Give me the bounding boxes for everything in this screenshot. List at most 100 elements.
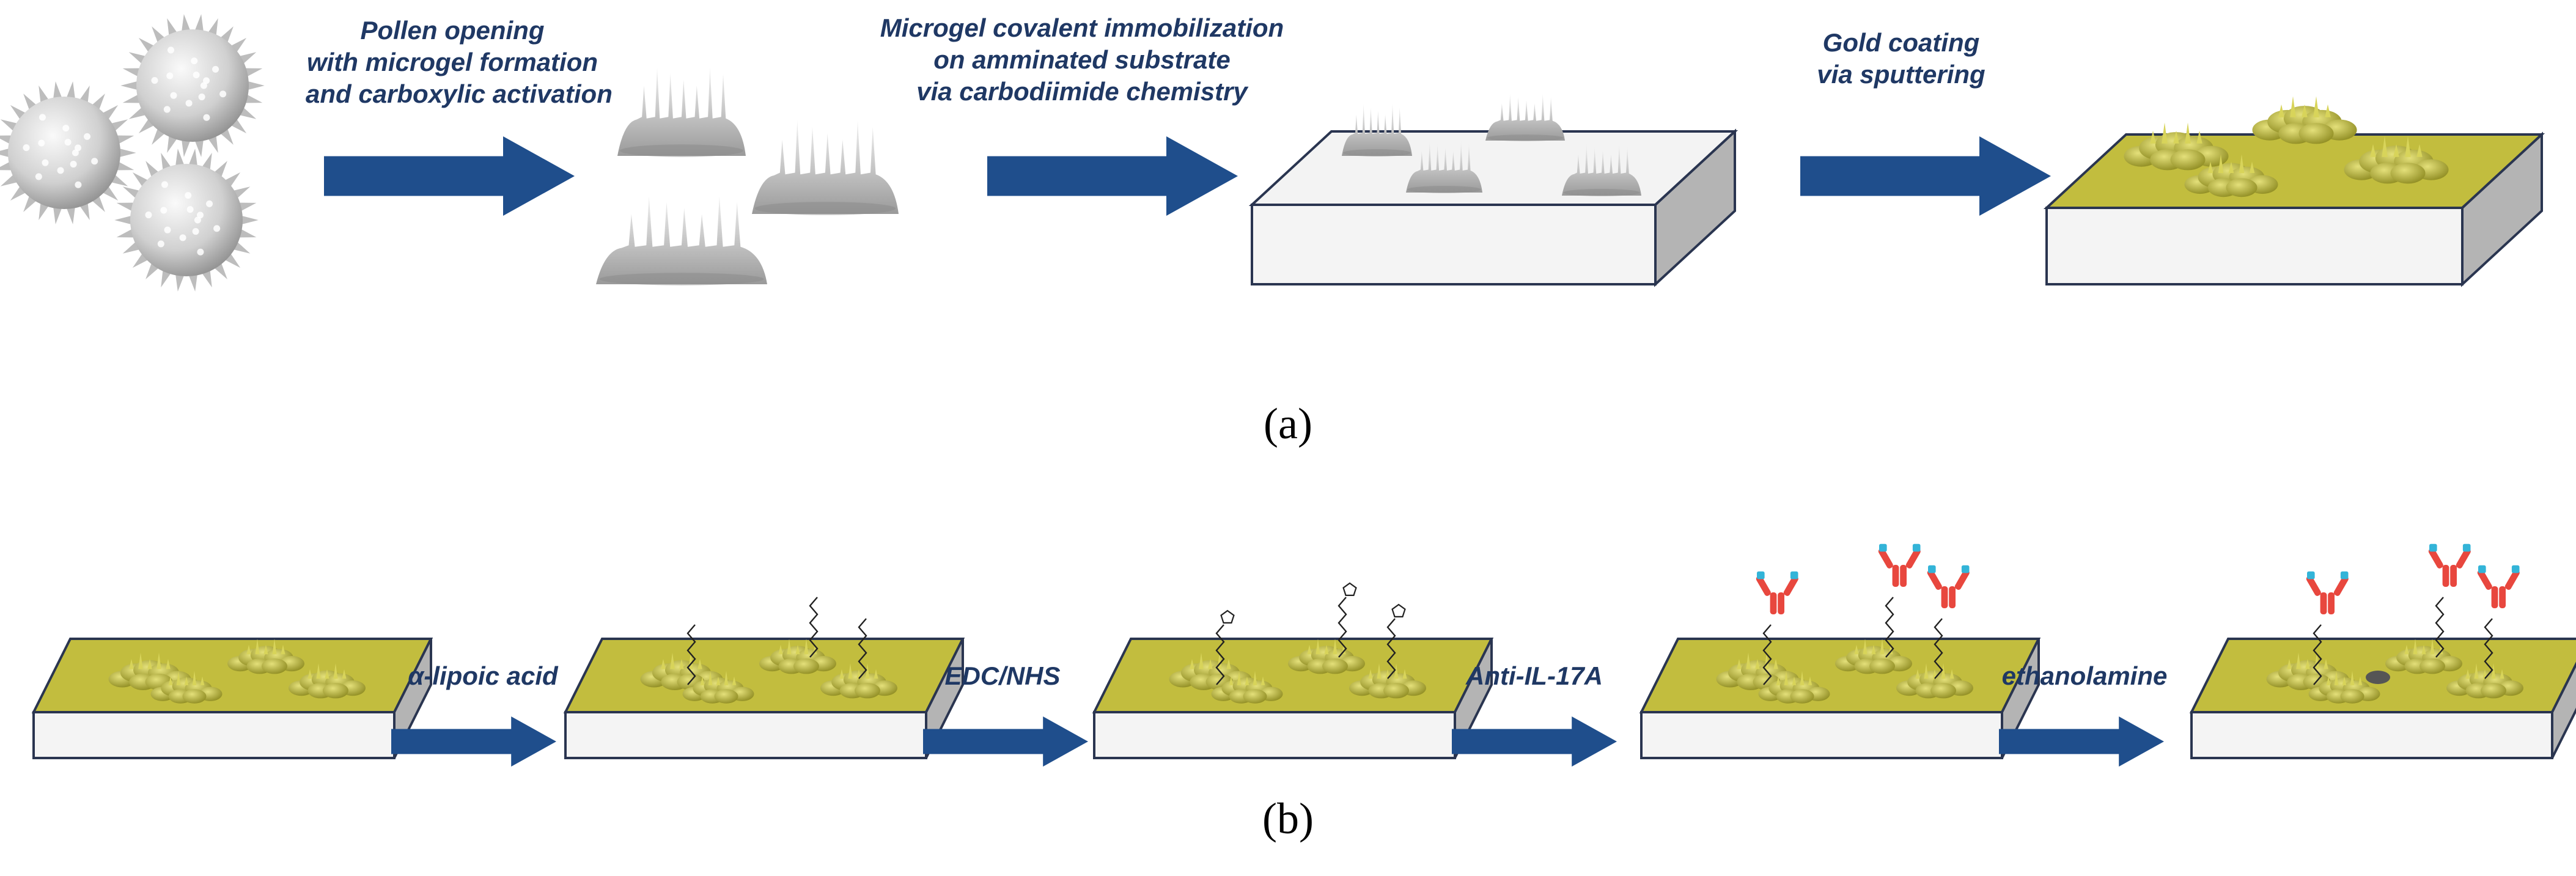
chain-bonds <box>1386 618 1396 679</box>
lipoic-chain-5-2 <box>2435 597 2445 658</box>
pollen-pore <box>38 139 45 147</box>
gold-spike <box>156 652 161 669</box>
gold-spike <box>2278 104 2284 117</box>
opened-pollen-base <box>1343 149 1411 156</box>
slab-top-face <box>1248 130 1739 206</box>
pollen-spike <box>122 94 142 103</box>
pollen-spike <box>181 138 191 157</box>
white-substrate-slab <box>1248 128 1739 287</box>
ethanolamine-blocked-site <box>2366 671 2390 684</box>
gold-spike <box>307 669 312 679</box>
gold-coated-slab <box>2043 131 2545 287</box>
pollen-spike <box>243 94 263 103</box>
gold-spike <box>1941 663 1946 679</box>
gold-spike <box>1755 659 1760 669</box>
antibody-tip-left <box>2478 565 2486 573</box>
step-label-lipoic-acid: α-lipoic acid <box>408 661 558 690</box>
lipoic-chain-2-2 <box>809 597 819 658</box>
lipoic-chain-5-1 <box>2313 624 2322 685</box>
antibody-tip-right <box>1961 565 1970 573</box>
antibody-5-2 <box>2428 543 2471 587</box>
antibody-fc-right <box>1778 592 1784 614</box>
arrow-covalent-immobilization <box>987 136 1238 216</box>
antibody-5-3 <box>2477 565 2520 608</box>
gold-microgel-bump <box>1322 658 1348 674</box>
gold-spike <box>1324 644 1329 655</box>
gold-microgel-bump <box>2170 149 2206 171</box>
pollen-pore <box>191 57 198 65</box>
gold-microgel-bump <box>714 689 738 704</box>
opened-pollen-base <box>754 202 896 215</box>
gold-spike <box>1229 676 1234 685</box>
pollen-spike <box>243 68 263 78</box>
gold-microgel-bump <box>2298 123 2334 144</box>
gold-microgel-b-2-2 <box>759 639 836 674</box>
gold-spike <box>700 676 705 685</box>
pollen-spike <box>194 14 204 34</box>
gold-spike <box>200 676 205 685</box>
pollen-spike <box>117 148 136 158</box>
pollen-pore <box>74 144 82 152</box>
gold-spike <box>192 671 197 685</box>
opened-pollen-shape <box>1406 141 1482 193</box>
gold-spike <box>1307 644 1312 655</box>
gold-spike <box>1915 669 1920 679</box>
opened-pollen-shape <box>752 120 899 214</box>
gold-microgel-b-4-3 <box>1758 671 1830 704</box>
gold-microgel-1 <box>2124 122 2229 171</box>
lipoic-chain-3-1 <box>1215 624 1225 685</box>
gold-spike <box>1871 644 1876 655</box>
pollen-pore <box>161 181 169 188</box>
gold-spike <box>2404 644 2409 655</box>
arrow-ethanolamine <box>1999 716 2164 767</box>
gold-spike <box>1784 671 1789 685</box>
antibody-tip-right <box>1912 543 1921 552</box>
substrate-slab-b-5 <box>2189 638 2576 759</box>
antibody-5-1 <box>2306 571 2349 614</box>
pollen-spike <box>188 149 198 168</box>
gold-microgel-bump <box>1930 683 1956 699</box>
pollen-spike <box>237 202 257 212</box>
nhs-ester-2 <box>1342 582 1357 596</box>
gold-spike <box>1737 659 1742 669</box>
gold-spike <box>1245 676 1249 685</box>
pollen-pore <box>39 114 46 121</box>
lipoic-chain-4-3 <box>1934 618 1943 679</box>
gold-microgel-b-3-3 <box>1211 671 1283 704</box>
step-label-covalent-immobilization: Microgel covalent immobilization on ammi… <box>880 13 1284 106</box>
nhs-ester-3 <box>1391 603 1406 617</box>
pollen-pore <box>196 212 204 219</box>
antibody-4-3 <box>1927 565 1970 608</box>
gold-microgel-b-3-2 <box>1288 639 1365 674</box>
gold-spike <box>2421 644 2426 655</box>
gold-spike <box>1773 659 1778 669</box>
pollen-pore <box>145 212 152 219</box>
chain-bonds <box>809 597 819 658</box>
pollen-pore <box>170 92 177 99</box>
antibody-fc-left <box>1770 592 1777 614</box>
gold-microgel-bump <box>1869 658 1895 674</box>
step-label-edc-nhs: EDC/NHS <box>944 661 1061 690</box>
pollen-pore <box>163 106 171 113</box>
antibody-arm-left <box>2306 575 2321 596</box>
antibody-arm-left <box>1927 569 1942 590</box>
gold-spike <box>2162 122 2168 144</box>
pollen-pore <box>179 234 186 241</box>
pollen-spike <box>246 81 265 90</box>
lipoic-chain-3-2 <box>1338 597 1347 658</box>
pollen-pore <box>42 159 49 166</box>
gold-spike <box>679 659 684 669</box>
gold-spike <box>1776 676 1781 685</box>
panel-label-b: (b) <box>1262 794 1314 843</box>
gold-microgel-bump <box>1383 683 1409 699</box>
chain-bonds <box>858 618 867 679</box>
gold-spike <box>2239 154 2245 174</box>
lipoic-chain-4-2 <box>1885 597 1894 658</box>
gold-spike <box>2287 659 2292 669</box>
pollen-pore <box>84 133 91 140</box>
pollen-pore <box>64 139 72 146</box>
opened-pollen-3 <box>596 196 767 285</box>
gold-spike <box>316 663 321 679</box>
lipoic-chain-2-1 <box>686 624 696 685</box>
